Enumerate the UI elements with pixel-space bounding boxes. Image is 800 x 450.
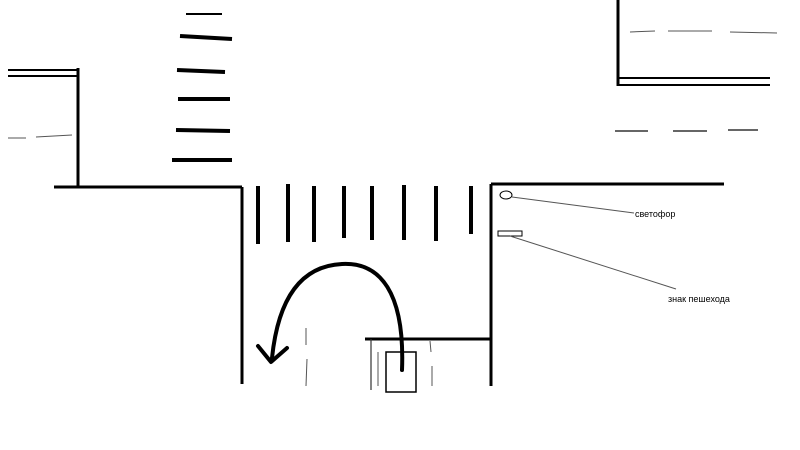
top-left-block xyxy=(8,68,80,188)
crosswalk-center xyxy=(256,184,473,244)
pedestrian-sign-leader xyxy=(509,235,677,290)
crosswalk-stripe xyxy=(176,68,226,74)
crosswalk-stripe xyxy=(175,128,231,133)
crosswalk-stripe xyxy=(179,34,233,41)
lane-dash xyxy=(305,358,308,387)
top-right-block xyxy=(615,0,778,132)
crosswalk-north xyxy=(172,13,233,162)
traffic-light-label: светофор xyxy=(635,209,675,219)
lane-dash xyxy=(429,340,432,353)
left-curb xyxy=(54,185,244,384)
top-left-dash xyxy=(35,134,73,138)
top-right-dash xyxy=(729,31,778,34)
traffic-light-icon xyxy=(499,190,513,200)
right-curb xyxy=(489,182,724,386)
u-turn-arrowhead xyxy=(256,344,289,364)
lane-dashes xyxy=(305,328,433,387)
u-turn-path xyxy=(270,261,405,372)
pedestrian-sign-icon xyxy=(497,230,523,237)
pedestrian-sign-label: знак пешехода xyxy=(668,294,730,304)
car xyxy=(385,351,417,393)
median-island xyxy=(365,337,491,390)
u-turn-arrow xyxy=(256,261,405,372)
top-right-dash xyxy=(629,30,656,33)
traffic-light-leader xyxy=(511,196,635,214)
